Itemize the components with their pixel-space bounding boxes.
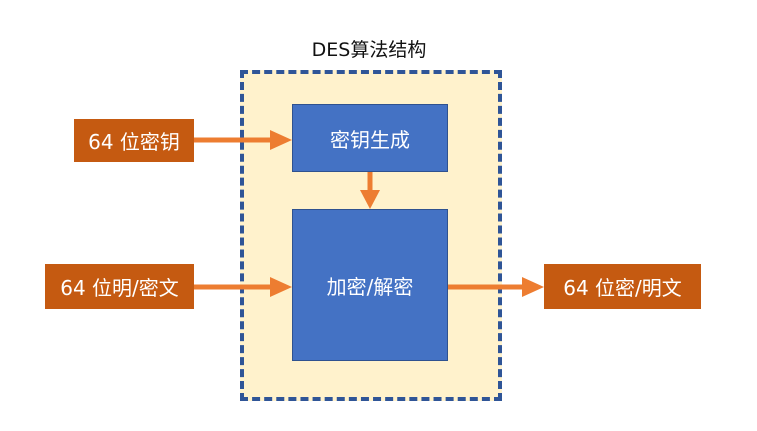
diagram-title: DES算法结构 (311, 39, 427, 61)
key-generation-block: 密钥生成 (292, 104, 448, 172)
text-input-block: 64 位明/密文 (45, 264, 194, 309)
encrypt-decrypt-block: 加密/解密 (292, 209, 448, 361)
arrow-encdec-to-textout (448, 277, 544, 297)
text-output-block: 64 位密/明文 (544, 264, 701, 309)
arrow-key-to-keygen (194, 130, 292, 150)
key-input-block: 64 位密钥 (74, 119, 194, 162)
arrow-keygen-to-encdec (360, 172, 380, 209)
arrow-textin-to-encdec (194, 277, 292, 297)
